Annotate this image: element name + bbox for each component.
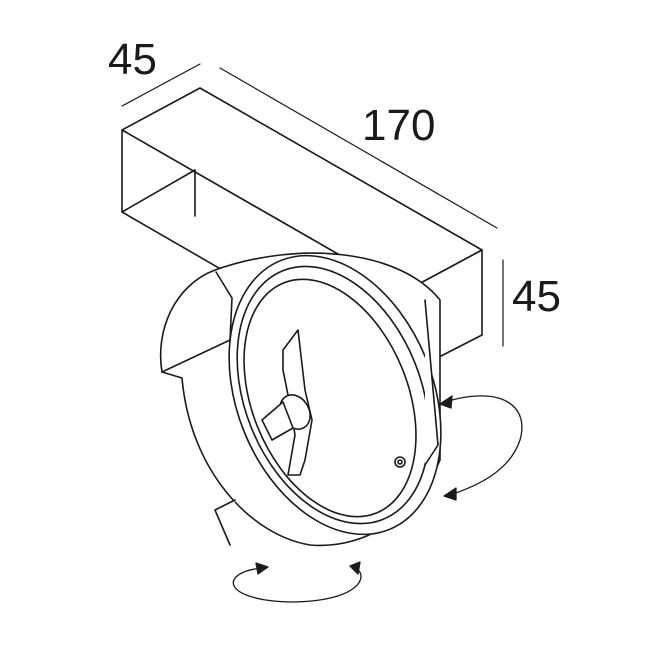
- lamp-bracket: [261, 329, 406, 476]
- lamp-body: [159, 252, 442, 547]
- dimension-lines: [121, 63, 504, 347]
- length-dimension-label: 170: [362, 101, 436, 150]
- pan-rotation-arrow: [232, 561, 362, 603]
- tilt-rotation-arrow: [439, 395, 523, 501]
- length-dimension-line: [219, 67, 498, 229]
- width-dimension-line: [121, 63, 201, 107]
- height-dimension-label: 45: [512, 272, 561, 321]
- width-dimension-label: 45: [108, 35, 157, 84]
